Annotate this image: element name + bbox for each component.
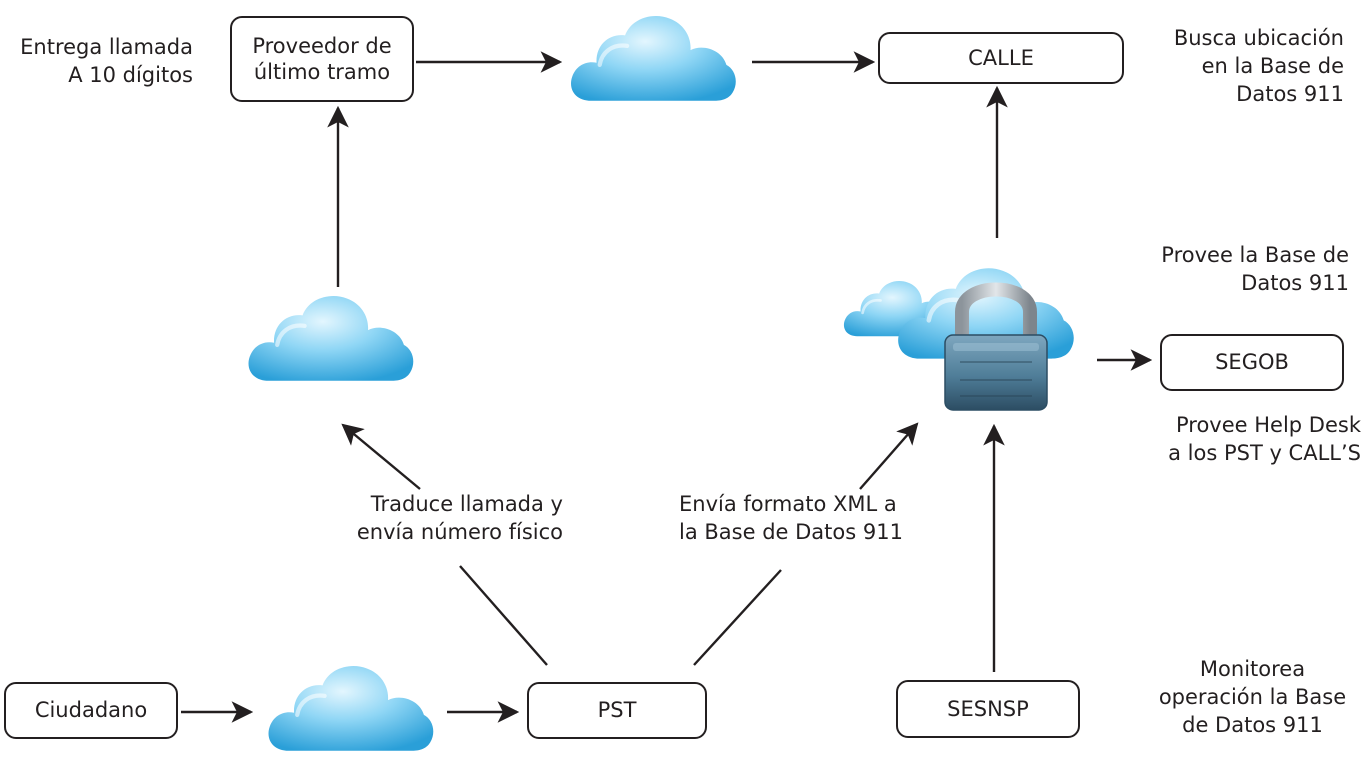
cloud-icon-bottom bbox=[269, 666, 434, 751]
annotation-busca-line3: Datos 911 bbox=[1236, 82, 1344, 106]
cloud-icon-left bbox=[249, 296, 414, 381]
annotation-entrega: Entrega llamada A 10 dígitos bbox=[20, 33, 193, 89]
node-proveedor-line2: último tramo bbox=[253, 60, 391, 84]
annotation-traduce-line2: envía número físico bbox=[356, 520, 563, 544]
annotation-monitorea-line1: Monitorea bbox=[1199, 657, 1306, 681]
cloud-lock-icon bbox=[842, 268, 1074, 411]
arrow-traduce-to-cloud-left bbox=[341, 423, 421, 490]
annotation-busca-line2: en la Base de bbox=[1201, 54, 1344, 78]
annotation-provee-base: Provee la Base de Datos 911 bbox=[1161, 241, 1349, 297]
annotation-provee-help: Provee Help Desk a los PST y CALL’S bbox=[1168, 411, 1361, 467]
annotation-envia: Envía formato XML a la Base de Datos 911 bbox=[679, 490, 903, 546]
node-calle-label: CALLE bbox=[968, 45, 1034, 70]
annotation-envia-line1: Envía formato XML a bbox=[679, 492, 897, 516]
annotation-busca-line1: Busca ubicación bbox=[1173, 26, 1344, 50]
annotation-envia-line2: la Base de Datos 911 bbox=[679, 520, 903, 544]
node-segob: SEGOB bbox=[1160, 334, 1344, 391]
annotation-monitorea-line3: de Datos 911 bbox=[1182, 713, 1323, 737]
annotation-monitorea: Monitorea operación la Base de Datos 911 bbox=[1150, 655, 1355, 739]
node-proveedor: Proveedor de último tramo bbox=[230, 16, 414, 102]
node-sesnsp-label: SESNSP bbox=[947, 696, 1029, 721]
node-sesnsp: SESNSP bbox=[896, 680, 1080, 738]
arrow-pst-to-cloud-left bbox=[459, 565, 548, 666]
annotation-monitorea-line2: operación la Base bbox=[1158, 685, 1347, 709]
annotation-traduce-line1: Traduce llamada y bbox=[370, 492, 563, 516]
annotation-entrega-line1: Entrega llamada bbox=[20, 35, 193, 59]
annotation-provee-help-line1: Provee Help Desk bbox=[1175, 413, 1361, 437]
node-pst-label: PST bbox=[597, 698, 637, 723]
annotation-traduce: Traduce llamada y envía número físico bbox=[357, 490, 563, 546]
arrow-xml-to-lockcloud bbox=[859, 422, 919, 490]
node-calle: CALLE bbox=[878, 32, 1124, 84]
node-proveedor-line1: Proveedor de bbox=[252, 33, 392, 58]
cloud-icon-top bbox=[571, 16, 736, 101]
annotation-busca: Busca ubicación en la Base de Datos 911 bbox=[1174, 24, 1344, 108]
node-segob-label: SEGOB bbox=[1215, 350, 1289, 375]
arrow-pst-to-xml bbox=[693, 569, 782, 666]
node-ciudadano: Ciudadano bbox=[4, 682, 178, 739]
annotation-entrega-line2: A 10 dígitos bbox=[68, 63, 193, 87]
annotation-provee-base-line2: Datos 911 bbox=[1241, 271, 1349, 295]
node-pst: PST bbox=[527, 682, 707, 739]
node-ciudadano-label: Ciudadano bbox=[34, 698, 148, 723]
annotation-provee-help-line2: a los PST y CALL’S bbox=[1168, 441, 1361, 465]
annotation-provee-base-line1: Provee la Base de bbox=[1161, 243, 1349, 267]
